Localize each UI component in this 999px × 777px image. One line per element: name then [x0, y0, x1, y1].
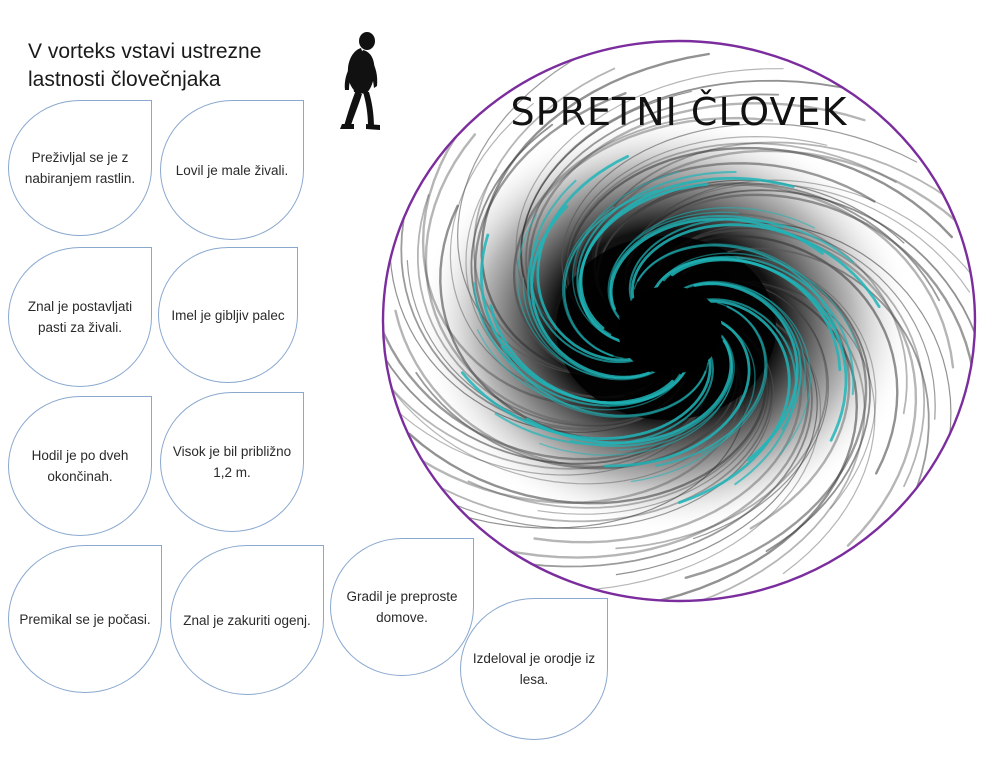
card-text: Znal je postavljati pasti za živali. — [27, 299, 133, 335]
swirl-strand — [520, 79, 879, 337]
swirl-strand — [678, 299, 791, 504]
swirl-strand — [662, 255, 855, 396]
card-text: Gradil je preproste domove. — [346, 589, 458, 625]
swirl-strand — [704, 282, 812, 456]
swirl-strand — [671, 228, 918, 547]
card-moved-slowly[interactable]: Premikal se je počasi. — [8, 545, 162, 693]
swirl-strand — [615, 305, 818, 576]
swirl-strand — [424, 133, 673, 426]
card-gathering-plants[interactable]: Preživljal se je z nabiranjem rastlin. — [8, 100, 152, 236]
swirl-strand — [394, 309, 740, 469]
swirl-strand — [479, 233, 674, 405]
swirl-strand — [593, 280, 859, 601]
instruction-line-2: lastnosti človečnjaka — [28, 68, 221, 91]
swirl-strand — [697, 298, 797, 486]
swirl-strand — [476, 329, 686, 411]
swirl-strand — [579, 176, 795, 330]
swirl-strand — [630, 179, 975, 365]
swirl-strand — [693, 282, 799, 462]
card-wooden-tools[interactable]: Izdeloval je orodje iz lesa. — [460, 598, 608, 740]
swirl-strand — [386, 382, 740, 485]
swirl-strand — [530, 205, 650, 379]
swirl-strand — [383, 350, 743, 505]
card-text: Lovil je male živali. — [175, 162, 289, 178]
instruction-line-1: V vorteks vstavi ustrezne — [28, 40, 262, 63]
card-text: Hodil je po dveh okončinah. — [31, 448, 129, 484]
swirl-strand — [512, 116, 774, 373]
card-height[interactable]: Visok je bil približno 1,2 m. — [160, 392, 304, 532]
swirl-strand — [500, 345, 707, 417]
swirl-strand — [682, 247, 930, 565]
swirl-strand — [593, 149, 975, 300]
instruction-text: V vorteks vstavi ustrezne lastnosti člov… — [28, 38, 328, 94]
card-text: Premikal se je počasi. — [19, 611, 151, 627]
swirl-strand — [609, 217, 824, 311]
card-text: Izdeloval je orodje iz lesa. — [472, 651, 596, 687]
swirl-strand — [615, 283, 828, 550]
swirl-strand — [630, 321, 756, 483]
card-text: Znal je zakuriti ogenj. — [183, 612, 311, 628]
swirl-strand — [692, 282, 830, 540]
vortex-drop-zone[interactable]: SPRETNI ČLOVEK — [380, 38, 978, 604]
swirl-strand — [684, 255, 868, 579]
swirl-strand — [595, 183, 955, 369]
swirl-strand — [637, 244, 838, 330]
swirl-strand — [609, 206, 815, 301]
card-bipedal-walking[interactable]: Hodil je po dveh okončinah. — [8, 396, 152, 536]
swirl-strand — [526, 339, 733, 445]
swirl-strand — [528, 102, 866, 348]
vortex-title: SPRETNI ČLOVEK — [510, 90, 848, 134]
swirl-strand — [529, 179, 644, 364]
swirl-strand — [383, 237, 712, 461]
card-hunting-small-animals[interactable]: Lovil je male živali. — [160, 100, 304, 240]
swirl-strand — [663, 227, 926, 488]
swirl-strand — [561, 123, 918, 299]
vortex-image — [381, 39, 977, 603]
swirl-strand — [628, 218, 855, 306]
swirl-strand — [473, 92, 627, 399]
swirl-strand — [671, 258, 848, 442]
swirl-strand — [655, 305, 767, 467]
swirl-strand — [709, 279, 876, 575]
card-text: Preživljal se je z nabiranjem rastlin. — [24, 150, 136, 186]
swirl-strand — [656, 252, 858, 349]
swirl-strand — [472, 282, 681, 407]
swirl-strand — [631, 223, 881, 309]
swirl-strand — [389, 184, 665, 433]
card-building-homes[interactable]: Gradil je preproste domove. — [330, 538, 474, 676]
swirl-strand — [460, 353, 712, 440]
swirl-strand — [596, 182, 941, 302]
swirl-strand — [576, 170, 737, 336]
hominid-icon — [340, 32, 380, 130]
swirl-strand — [456, 43, 605, 376]
card-setting-traps[interactable]: Znal je postavljati pasti za živali. — [8, 247, 152, 387]
swirl-strand — [539, 348, 734, 456]
card-making-fire[interactable]: Znal je zakuriti ogenj. — [170, 545, 324, 695]
swirl-strand — [517, 319, 822, 592]
card-text: Imel je gibljiv palec — [171, 307, 285, 323]
card-flexible-thumb[interactable]: Imel je gibljiv palec — [158, 247, 298, 383]
swirl-strand — [408, 339, 768, 505]
swirl-strand — [563, 189, 658, 357]
swirl-strand — [571, 171, 680, 341]
swirl-strand — [516, 214, 639, 379]
swirl-strand — [693, 280, 866, 601]
swirl-strand — [494, 346, 714, 446]
card-text: Visok je bil približno 1,2 m. — [172, 444, 292, 480]
swirl-strand — [536, 155, 635, 362]
